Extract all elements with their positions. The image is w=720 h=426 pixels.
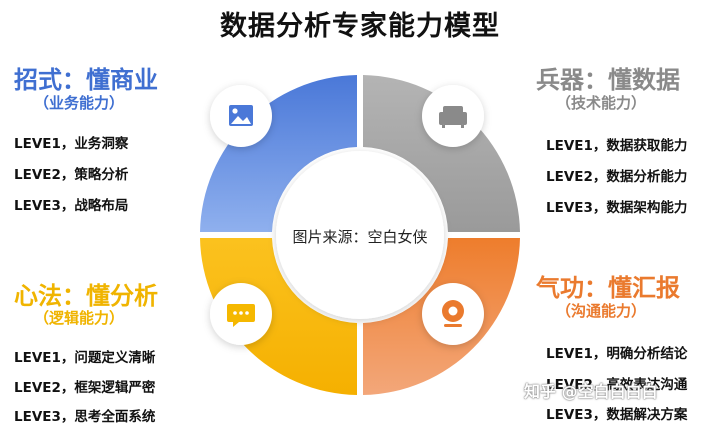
section-title-data: 兵器：懂数据 <box>536 66 680 94</box>
level-item: LEVE3，思考全面系统 <box>14 409 156 425</box>
level-item: LEVE2，高效表达沟通 <box>546 377 688 393</box>
level-item: LEVE1，问题定义清晰 <box>14 350 156 366</box>
page-title: 数据分析专家能力模型 <box>220 11 500 42</box>
level-item: LEVE1，数据获取能力 <box>546 138 688 154</box>
section-title-analysis: 心法：懂分析 <box>14 282 158 310</box>
webcam-icon <box>422 283 484 345</box>
center-caption: 图片来源：空白女侠 <box>292 228 427 246</box>
section-subtitle-data: （技术能力） <box>556 94 647 112</box>
section-title-report: 气功：懂汇报 <box>536 274 680 302</box>
level-item: LEVE1，明确分析结论 <box>546 346 688 362</box>
ring-segment-data <box>363 75 520 232</box>
center-circle <box>276 151 444 319</box>
section-subtitle-business: （业务能力） <box>34 94 125 112</box>
section-title-business: 招式：懂商业 <box>14 66 158 94</box>
level-item: LEVE2，数据分析能力 <box>546 169 688 185</box>
watermark: 知乎 @空白白白白 <box>524 382 658 401</box>
level-item: LEVE3，数据架构能力 <box>546 200 688 216</box>
chat-icon <box>210 283 272 345</box>
level-item: LEVE3，数据解决方案 <box>546 407 688 423</box>
level-item: LEVE1，业务洞察 <box>14 136 129 152</box>
image-icon <box>210 85 272 147</box>
capability-ring-diagram: 图片来源：空白女侠 <box>200 75 520 395</box>
ring-segment-analysis <box>200 238 357 395</box>
level-item: LEVE3，战略布局 <box>14 198 129 214</box>
level-item: LEVE2，框架逻辑严密 <box>14 380 156 396</box>
sofa-icon <box>422 85 484 147</box>
section-subtitle-report: （沟通能力） <box>556 302 647 320</box>
ring-segment-business <box>200 75 357 232</box>
section-subtitle-analysis: （逻辑能力） <box>34 309 125 327</box>
level-item: LEVE2，策略分析 <box>14 167 129 183</box>
